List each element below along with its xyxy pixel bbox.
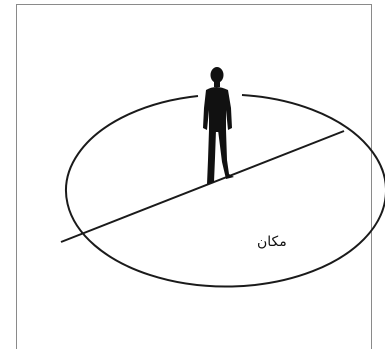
place-label: مکان (257, 234, 287, 250)
person-silhouette (203, 67, 234, 184)
diagonal-line (61, 131, 344, 242)
